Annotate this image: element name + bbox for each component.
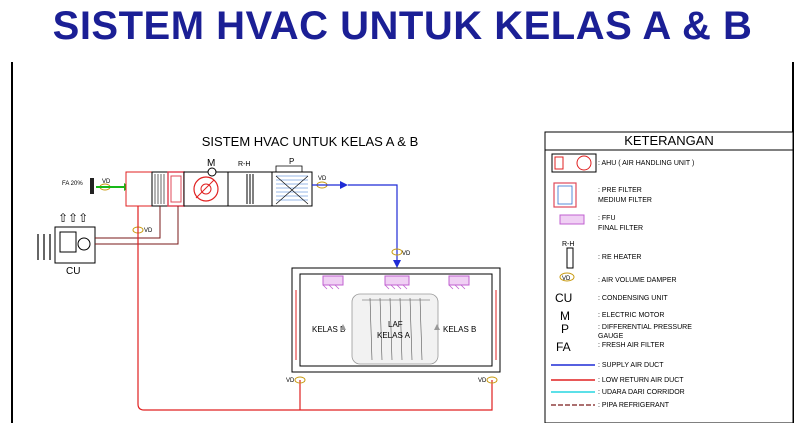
laf-zone bbox=[351, 293, 439, 365]
legend-item-corridor: : UDARA DARI CORRIDOR bbox=[598, 389, 685, 396]
legend-box bbox=[544, 131, 794, 423]
ffu-center-icon bbox=[384, 275, 410, 286]
legend-item-cu: : CONDENSING UNIT bbox=[598, 295, 668, 302]
legend-filter-icon bbox=[553, 182, 577, 208]
clean-room: LAF KELAS A KELAS B KELAS B bbox=[291, 267, 501, 373]
bottom-left-vd-label: VD bbox=[286, 378, 295, 384]
ahu-unit: FA 20% VD M R-H P bbox=[62, 157, 313, 207]
legend-item-pressure: : DIFFERENTIAL PRESSURE bbox=[598, 324, 692, 331]
final-filter-section bbox=[271, 171, 313, 207]
ahu-mixing-box bbox=[125, 171, 153, 207]
cu-box bbox=[54, 226, 96, 264]
fa-vd-label: VD bbox=[102, 179, 111, 185]
legend-rh-symbol: R-H bbox=[562, 241, 574, 248]
fa-label: FA 20% bbox=[62, 181, 83, 187]
legend-item-reheater: : RE HEATER bbox=[598, 254, 641, 261]
ffu-right-icon bbox=[448, 275, 470, 286]
legend-item-supply: : SUPPLY AIR DUCT bbox=[598, 362, 664, 369]
legend-item-final-filter: FINAL FILTER bbox=[598, 225, 643, 232]
low-return-air-duct bbox=[137, 206, 493, 411]
bottom-right-damper-icon bbox=[486, 376, 498, 384]
medium-filter-icon bbox=[167, 171, 185, 207]
legend-title: KETERANGAN bbox=[624, 133, 714, 148]
fa-filter-icon bbox=[90, 178, 94, 194]
kelas-b-left-label: KELAS B bbox=[312, 325, 345, 334]
bottom-left-damper-icon bbox=[294, 376, 306, 384]
motor-label: M bbox=[207, 158, 215, 169]
laf-label: LAF bbox=[388, 320, 403, 329]
cu-fan-arrows-icon: ⇧⇧⇧ bbox=[58, 211, 88, 225]
cu-label: CU bbox=[66, 266, 80, 277]
legend-item-damper: : AIR VOLUME DAMPER bbox=[598, 277, 677, 284]
pressure-gauge-icon bbox=[275, 165, 303, 172]
legend-reheater-icon bbox=[566, 247, 574, 269]
reheater-label: R-H bbox=[238, 161, 250, 168]
room-inner-wall bbox=[299, 273, 493, 367]
legend-item-motor: : ELECTRIC MOTOR bbox=[598, 312, 664, 319]
legend-vd-symbol: VD bbox=[562, 276, 571, 282]
legend-item-gauge: GAUGE bbox=[598, 333, 624, 340]
kelas-b-right-label: KELAS B bbox=[443, 325, 476, 334]
legend-item-return: : LOW RETURN AIR DUCT bbox=[598, 377, 684, 384]
legend-fa-symbol: FA bbox=[556, 340, 571, 354]
legend-item-fresh-air: : FRESH AIR FILTER bbox=[598, 342, 664, 349]
condensing-unit: ⇧⇧⇧ CU bbox=[37, 211, 96, 277]
kelas-a-label: KELAS A bbox=[377, 331, 411, 340]
legend-ffu-icon bbox=[559, 214, 585, 225]
slide-title: SISTEM HVAC UNTUK KELAS A & B bbox=[52, 4, 753, 48]
legend-m-symbol: M bbox=[560, 309, 570, 323]
room-vd-label: VD bbox=[402, 251, 411, 257]
legend: KETERANGAN R-H VD CU M P FA : AHU ( AIR … bbox=[544, 131, 794, 423]
refrigerant-pipe bbox=[95, 206, 179, 245]
pre-filter-icon bbox=[151, 171, 169, 207]
legend-cu-symbol: CU bbox=[555, 291, 572, 305]
diagram-title: SISTEM HVAC UNTUK KELAS A & B bbox=[202, 134, 419, 149]
legend-item-ffu: : FFU bbox=[598, 215, 616, 222]
supply-vd-label: VD bbox=[318, 176, 327, 182]
legend-item-refrigerant: : PIPA REFRIGERANT bbox=[598, 402, 670, 409]
legend-item-ahu: : AHU ( AIR HANDLING UNIT ) bbox=[598, 160, 694, 167]
legend-p-symbol: P bbox=[561, 322, 569, 336]
return-vd-label: VD bbox=[144, 228, 153, 234]
room-damper-icon bbox=[391, 248, 403, 256]
fan-icon bbox=[193, 176, 219, 202]
ffu-left-icon bbox=[322, 275, 344, 286]
motor-icon bbox=[207, 167, 217, 177]
pressure-label: P bbox=[289, 157, 294, 166]
legend-item-prefilter: : PRE FILTER bbox=[598, 187, 642, 194]
legend-item-medium-filter: MEDIUM FILTER bbox=[598, 197, 652, 204]
bottom-right-vd-label: VD bbox=[478, 378, 487, 384]
legend-damper-icon bbox=[559, 272, 575, 282]
